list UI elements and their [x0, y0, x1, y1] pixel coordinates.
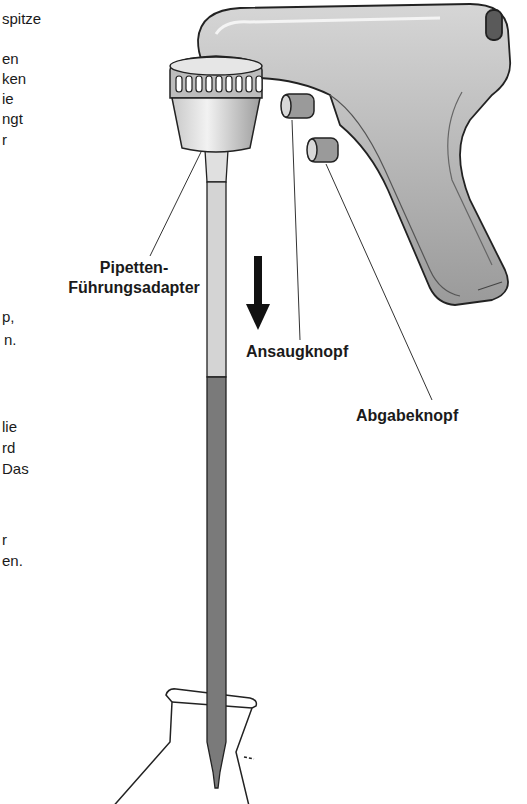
knurl-groove: [256, 76, 262, 92]
knurl-groove: [196, 76, 202, 92]
text-fragment: lie: [2, 418, 17, 437]
erlenmeyer-flask: [110, 689, 256, 804]
direction-arrow: [246, 256, 270, 330]
part-label: Ansaugknopf: [246, 342, 348, 362]
pipette: [205, 150, 228, 788]
text-fragment: en: [2, 50, 19, 69]
knurl-groove: [236, 76, 242, 92]
controller-body: [198, 4, 510, 305]
text-fragment: ngt: [2, 110, 23, 129]
part-label: Pipetten- Führungsadapter: [58, 258, 210, 298]
text-fragment: r: [2, 131, 7, 150]
text-fragment: n.: [4, 331, 17, 350]
text-fragment: rd: [2, 439, 15, 458]
knurl-groove: [216, 76, 222, 92]
text-fragment: en.: [2, 552, 23, 571]
nosepiece: [170, 56, 262, 152]
knurl-groove: [176, 76, 182, 92]
knurl-groove: [206, 76, 212, 92]
knurl-groove: [186, 76, 192, 92]
leader-lines: [150, 120, 432, 400]
text-fragment: Das: [2, 460, 29, 479]
text-fragment: p,: [2, 308, 15, 327]
text-fragment: spitze: [2, 10, 41, 29]
buttons: [281, 94, 338, 162]
knurl-groove: [226, 76, 232, 92]
part-label: Abgabeknopf: [356, 406, 458, 426]
text-fragment: ie: [2, 90, 14, 109]
text-fragment: r: [2, 531, 7, 550]
knurl-groove: [246, 76, 252, 92]
text-fragment: ken: [2, 70, 26, 89]
knurling: [176, 76, 262, 92]
